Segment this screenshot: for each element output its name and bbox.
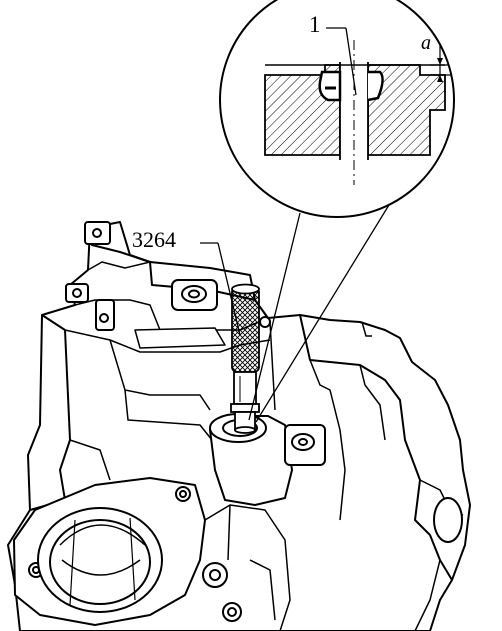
seal-callout-label: 1 [309, 12, 321, 37]
tool-leader-line [200, 242, 241, 336]
dimension-a-label: a [421, 32, 431, 54]
tool-callout-label: 3264 [131, 227, 177, 252]
valve-stem-seal [318, 70, 342, 102]
magnifier-leader [248, 199, 393, 423]
detail-view [219, 0, 455, 218]
tool-handle-knurl [231, 286, 260, 373]
section-right [367, 64, 446, 156]
tool-3264 [230, 283, 260, 434]
right-housing [299, 314, 453, 581]
tool-shaft [233, 371, 257, 405]
